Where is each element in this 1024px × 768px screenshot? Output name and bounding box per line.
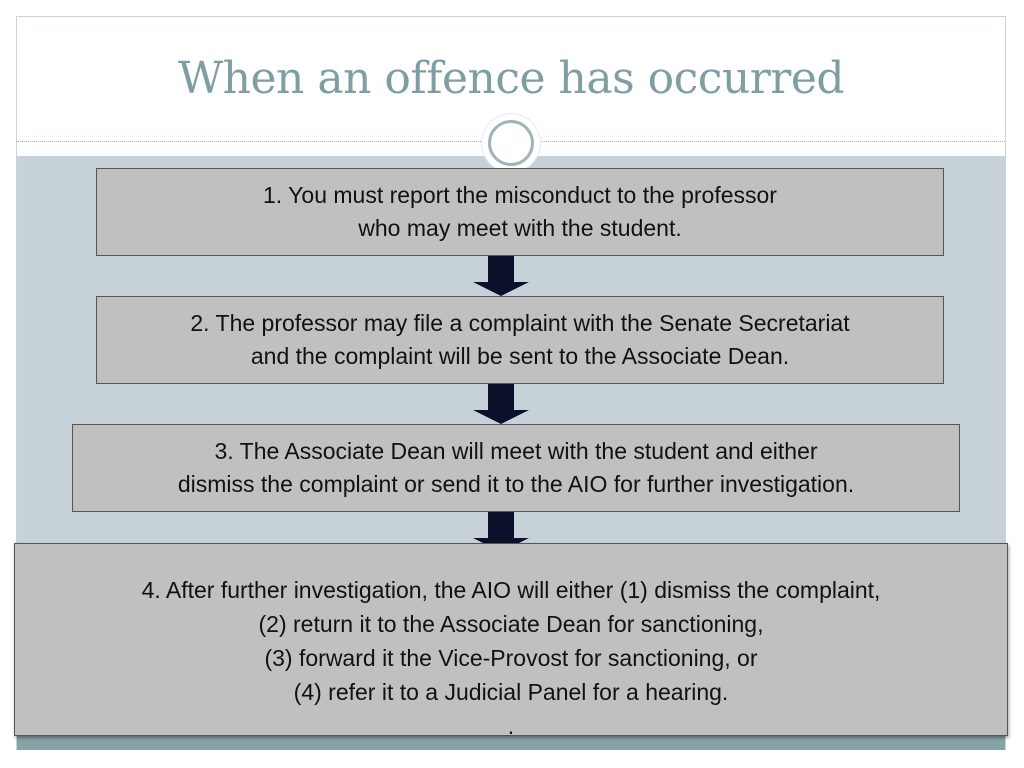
step-4-line-2: (2) return it to the Associate Dean for … [258,611,764,637]
slide-title: When an offence has occurred [177,53,845,104]
step-1-line-1: 1. You must report the misconduct to the… [263,182,777,208]
step-4-box: 4. After further investigation, the AIO … [14,543,1008,739]
step-4-line-1: 4. After further investigation, the AIO … [141,577,881,603]
step-1-line-2: who may meet with the student. [358,215,682,241]
step-3-line-1: 3. The Associate Dean will meet with the… [214,438,818,464]
step-3-box: 3. The Associate Dean will meet with the… [72,424,960,512]
step-4-line-5: . [507,713,515,739]
bottom-band [17,736,1005,750]
step-4-line-3: (3) forward it the Vice-Provost for sanc… [264,645,758,671]
down-arrow-icon-1 [473,256,529,296]
step-1-box: 1. You must report the misconduct to the… [96,168,944,256]
step-3-line-2: dismiss the complaint or send it to the … [177,471,855,497]
step-2-line-2: and the complaint will be sent to the As… [250,343,790,369]
step-2-line-1: 2. The professor may file a complaint wi… [190,310,850,336]
down-arrow-icon-2 [473,384,529,424]
divider-circle-ornament [482,114,540,172]
step-4-line-4: (4) refer it to a Judicial Panel for a h… [293,679,729,705]
down-arrow-icon-3 [473,512,529,552]
step-2-box: 2. The professor may file a complaint wi… [96,296,944,384]
